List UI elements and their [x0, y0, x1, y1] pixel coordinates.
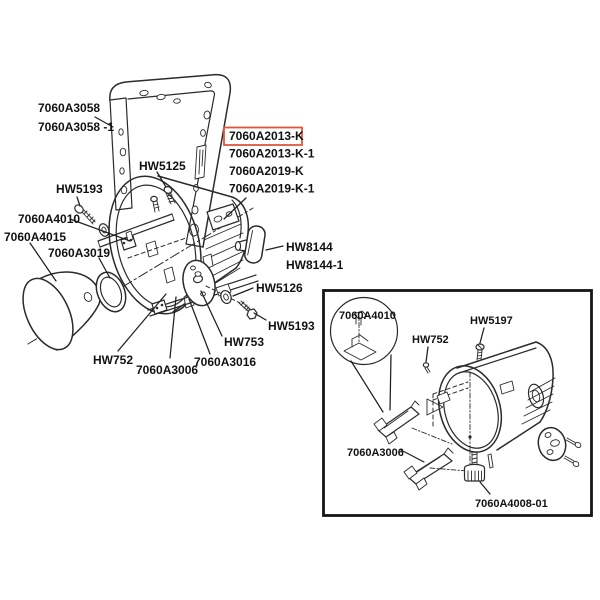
inset-panel: 7060A4010 HW752 HW5197 7060A3006 7060A40…: [322, 289, 593, 517]
inset-hardware: [422, 343, 494, 482]
inset-label-7060A4008-01: 7060A4008-01: [475, 498, 548, 510]
part-label-HW8144: HW8144: [286, 240, 333, 254]
part-list-item[interactable]: 7060A2013-K-1: [229, 147, 315, 161]
main-diagram: 7060A3058 7060A3058 -1 HW5125 HW5193 706…: [4, 73, 344, 377]
main-labels: 7060A3058 7060A3058 -1 HW5125 HW5193 706…: [4, 101, 344, 377]
part-label-7060A4015: 7060A4015: [4, 230, 66, 244]
inset-label-7060A3006: 7060A3006: [347, 447, 404, 459]
gasket-ring-drawing: [95, 271, 127, 313]
inset-bracket-upper: [373, 400, 420, 445]
highlight-box: [223, 126, 303, 146]
part-list-item-selected[interactable]: 7060A2013-K: [229, 129, 304, 143]
part-list-item[interactable]: 7060A2019-K: [229, 164, 304, 178]
inset-label-7060A4010: 7060A4010: [339, 310, 396, 322]
leader-lines: [29, 116, 284, 359]
part-list-item[interactable]: 7060A2019-K-1: [229, 182, 315, 196]
part-label-HW5193-left: HW5193: [56, 182, 103, 196]
part-label-7060A3016: 7060A3016: [194, 355, 256, 369]
part-label-7060A3006: 7060A3006: [136, 363, 198, 377]
part-label-HW752: HW752: [93, 353, 133, 367]
inset-bracket-7060A3006: [403, 447, 469, 491]
reflector-drawing: [22, 271, 101, 351]
hardware-drawing: [74, 186, 258, 320]
part-label-HW5193-right: HW5193: [268, 319, 315, 333]
part-label-HW5126: HW5126: [256, 281, 303, 295]
part-number-list: 7060A2013-K 7060A2013-K-1 7060A2019-K 70…: [223, 126, 315, 196]
part-label-7060A3058-1: 7060A3058 -1: [38, 120, 114, 134]
part-label-HW753: HW753: [224, 335, 264, 349]
inset-can-drawing: [411, 341, 556, 469]
inset-label-HW5197: HW5197: [470, 315, 513, 327]
inset-callout-circle: [329, 296, 399, 413]
part-label-7060A3058: 7060A3058: [38, 101, 100, 115]
part-label-7060A4010: 7060A4010: [18, 212, 80, 226]
pivot-disc-drawing: [182, 259, 241, 307]
inset-leader-lines: [400, 327, 491, 495]
part-label-7060A3019: 7060A3019: [48, 246, 110, 260]
knob-drawing: [234, 225, 266, 264]
rear-mount-tab: [206, 203, 240, 231]
inset-labels: 7060A4010 HW752 HW5197 7060A3006 7060A40…: [339, 310, 548, 510]
inset-label-HW752: HW752: [412, 334, 449, 346]
yoke-warning-sticker: [194, 144, 207, 180]
part-label-HW5125: HW5125: [139, 159, 186, 173]
inset-mount-plate: [537, 426, 582, 468]
inset-border: [322, 289, 593, 517]
part-label-HW8144-1: HW8144-1: [286, 258, 344, 272]
